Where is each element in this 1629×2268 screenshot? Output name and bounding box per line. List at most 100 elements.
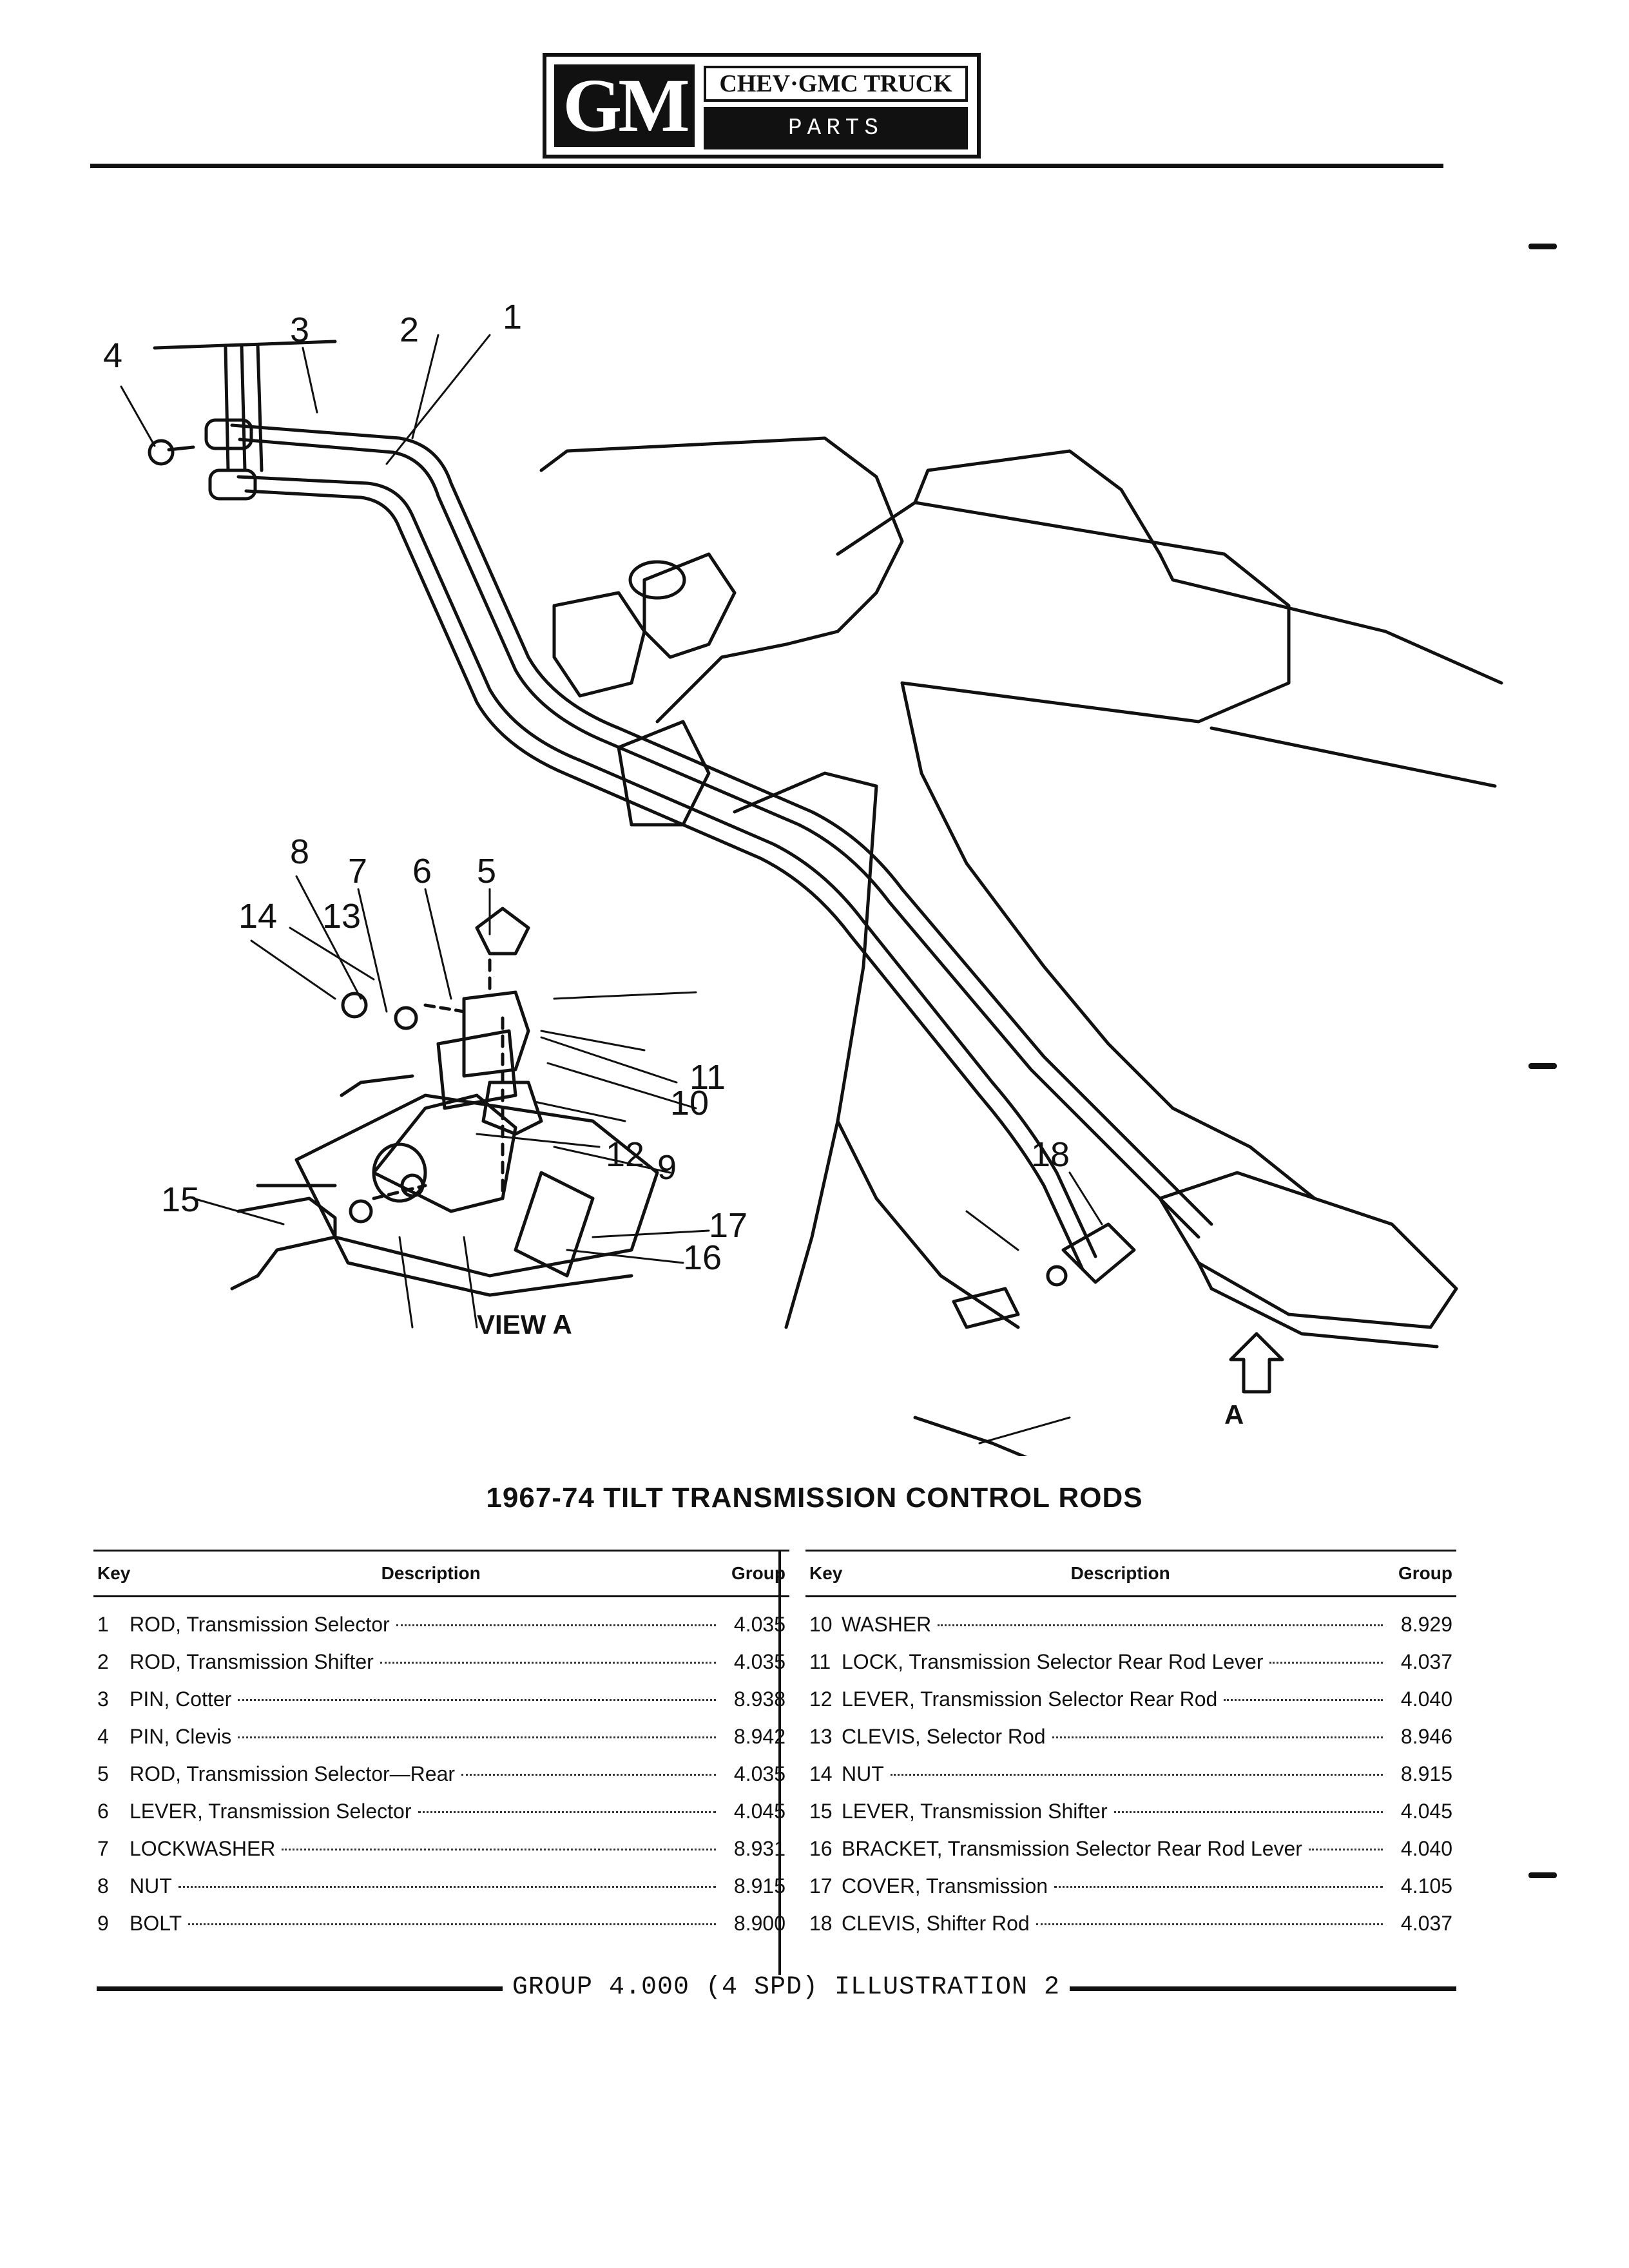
- column-group: Group: [1398, 1563, 1452, 1583]
- part-key: 17: [809, 1874, 833, 1898]
- footer-text: GROUP 4.000 (4 SPD) ILLUSTRATION 2: [512, 1973, 1061, 2002]
- callout-8: 8: [290, 832, 309, 871]
- part-key: 7: [97, 1837, 109, 1860]
- part-group: 8.938: [733, 1687, 786, 1711]
- callout-1: 1: [503, 298, 522, 336]
- part-description: WASHER: [842, 1613, 932, 1636]
- page-footer: GROUP 4.000 (4 SPD) ILLUSTRATION 2: [0, 1968, 1629, 2007]
- part-group: 4.105: [1400, 1874, 1452, 1898]
- catalogue-header: GM CHEV·GMC TRUCK PARTS CATALOGUE: [0, 0, 1629, 184]
- callout-7: 7: [348, 852, 367, 890]
- callout-3: 3: [290, 311, 309, 349]
- part-group: 4.045: [1400, 1800, 1452, 1823]
- callout-14: 14: [238, 897, 277, 936]
- column-key: Key: [809, 1563, 843, 1583]
- table-row: 4 PIN, Clevis 8.942: [93, 1725, 789, 1762]
- callout-4: 4: [103, 336, 122, 375]
- part-key: 13: [809, 1725, 833, 1748]
- column-description: Description: [381, 1563, 481, 1583]
- part-key: 8: [97, 1874, 109, 1898]
- part-description: LEVER, Transmission Selector: [130, 1800, 412, 1823]
- table-row: 7 LOCKWASHER 8.931: [93, 1837, 789, 1874]
- part-group: 8.931: [733, 1837, 786, 1860]
- header-rule: [90, 164, 1443, 168]
- part-description: LOCKWASHER: [130, 1837, 276, 1860]
- part-description: LOCK, Transmission Selector Rear Rod Lev…: [842, 1650, 1264, 1673]
- part-group: 4.037: [1400, 1650, 1452, 1673]
- part-group: 8.942: [733, 1725, 786, 1748]
- table-header: Key Description Group: [805, 1550, 1456, 1597]
- part-key: 9: [97, 1912, 109, 1935]
- callout-11: 11: [689, 1058, 726, 1097]
- callout-9: 9: [657, 1148, 677, 1187]
- table-row: 8 NUT 8.915: [93, 1874, 789, 1912]
- footer-rule-right: [1070, 1986, 1456, 1991]
- margin-mark: [1528, 1063, 1557, 1069]
- part-description: COVER, Transmission: [842, 1874, 1048, 1898]
- dot-leader: [380, 1662, 716, 1664]
- part-key: 18: [809, 1912, 833, 1935]
- margin-mark: [1528, 1872, 1557, 1878]
- part-group: 4.037: [1400, 1912, 1452, 1935]
- part-group: 8.900: [733, 1912, 786, 1935]
- dot-leader: [238, 1736, 716, 1738]
- dot-leader: [282, 1849, 716, 1850]
- part-description: LEVER, Transmission Selector Rear Rod: [842, 1687, 1218, 1711]
- part-description: ROD, Transmission Selector: [130, 1613, 390, 1636]
- selector-lever-assembly: [462, 990, 530, 1078]
- column-description: Description: [1070, 1563, 1170, 1583]
- gm-logo: GM: [554, 64, 695, 147]
- dot-leader: [938, 1624, 1383, 1626]
- part-description: CLEVIS, Selector Rod: [842, 1725, 1046, 1748]
- table-header: Key Description Group: [93, 1550, 789, 1597]
- part-key: 10: [809, 1613, 833, 1636]
- dot-leader: [1052, 1736, 1383, 1738]
- part-key: 6: [97, 1800, 109, 1823]
- margin-mark: [1528, 244, 1557, 249]
- part-description: PIN, Clevis: [130, 1725, 232, 1748]
- transmission-cover: [1158, 1171, 1458, 1329]
- callout-2: 2: [400, 311, 419, 349]
- dot-leader: [1036, 1923, 1383, 1925]
- dot-leader: [1269, 1662, 1383, 1664]
- shifter-lever: [230, 1196, 337, 1291]
- callout-10: 10: [670, 1084, 709, 1122]
- table-row: 10 WASHER 8.929: [805, 1613, 1456, 1650]
- part-group: 4.035: [733, 1613, 786, 1636]
- view-a-label: VIEW A: [477, 1309, 572, 1340]
- column-group: Group: [731, 1563, 786, 1583]
- callout-6: 6: [412, 852, 432, 890]
- dot-leader: [1308, 1849, 1383, 1850]
- part-key: 15: [809, 1800, 833, 1823]
- engine-block: [539, 436, 904, 724]
- valve-cover: [836, 501, 1291, 724]
- catalogue-title: CHEV·GMC TRUCK: [704, 66, 968, 102]
- part-description: NUT: [842, 1762, 884, 1785]
- gm-catalogue-badge: GM CHEV·GMC TRUCK PARTS CATALOGUE: [543, 53, 981, 184]
- view-a-cover: [294, 1093, 659, 1278]
- dot-leader: [890, 1774, 1383, 1776]
- illustration-title: 1967-74 TILT TRANSMISSION CONTROL RODS: [486, 1482, 1143, 1514]
- part-description: ROD, Transmission Selector—Rear: [130, 1762, 456, 1785]
- part-group: 8.915: [733, 1874, 786, 1898]
- part-group: 8.929: [1400, 1613, 1452, 1636]
- callout-16: 16: [683, 1238, 722, 1277]
- dot-leader: [178, 1886, 716, 1888]
- part-description: NUT: [130, 1874, 172, 1898]
- part-key: 4: [97, 1725, 109, 1748]
- part-group: 4.040: [1400, 1687, 1452, 1711]
- view-a-arrow: [1229, 1332, 1284, 1394]
- footer-rule-left: [97, 1986, 503, 1991]
